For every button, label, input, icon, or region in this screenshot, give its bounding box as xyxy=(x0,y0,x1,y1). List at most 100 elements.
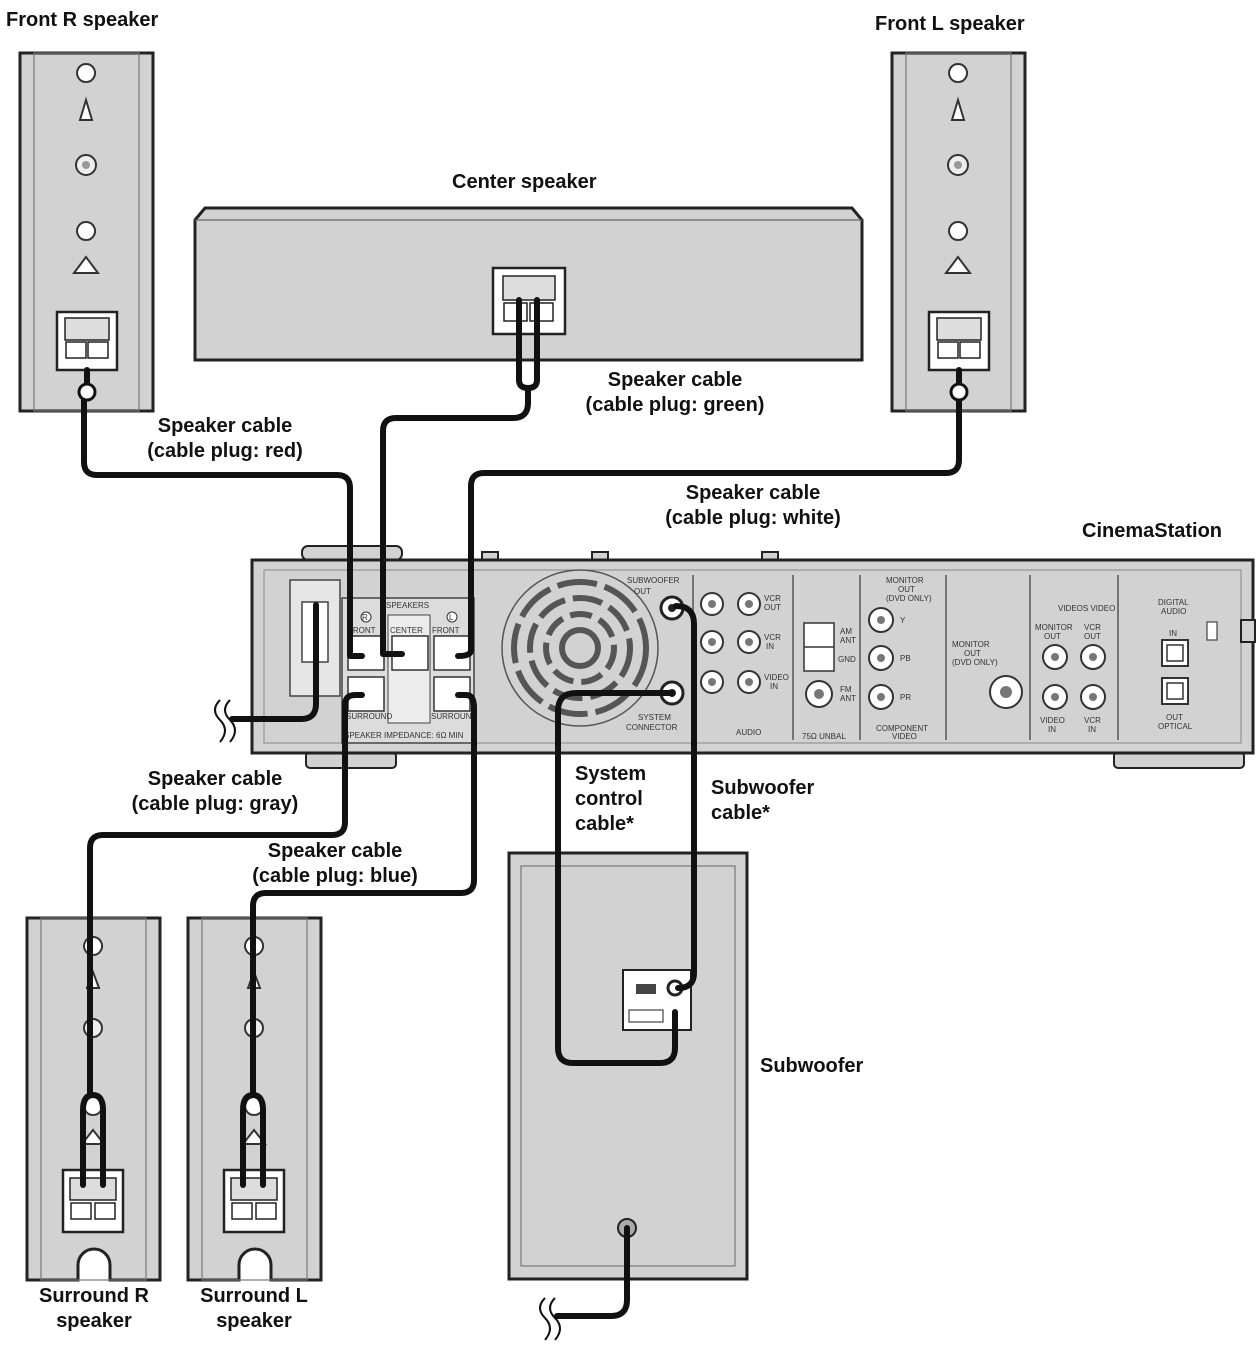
panel-fm-2: ANT xyxy=(840,694,856,703)
label-cable-white: Speaker cable (cable plug: white) xyxy=(648,481,858,531)
cinemastation-receiver: SPEAKERS FRONT CENTER FRONT R L SURROUND… xyxy=(250,545,1256,769)
panel-vcr-out2-2: OUT xyxy=(1084,632,1101,641)
panel-video-in2-1: VIDEO xyxy=(1040,716,1065,725)
label-cable-red: Speaker cable (cable plug: red) xyxy=(130,414,320,464)
panel-monitor-out-3: (DVD ONLY) xyxy=(952,658,998,667)
panel-l-label: L xyxy=(449,613,454,622)
label-front-r-speaker: Front R speaker xyxy=(6,9,159,31)
surround-r-line2: speaker xyxy=(56,1310,132,1332)
label-surround-r-speaker: Surround R speaker xyxy=(20,1284,168,1334)
label-surround-l-speaker: Surround L speaker xyxy=(180,1284,328,1334)
panel-monitor-out2-2: OUT xyxy=(1044,632,1061,641)
surround-r-speaker xyxy=(25,916,162,1282)
front-l-speaker xyxy=(890,51,1027,413)
keyhole-icon xyxy=(76,63,97,121)
panel-system-connector-2: CONNECTOR xyxy=(626,723,678,732)
panel-out-optical-1: OUT xyxy=(1166,713,1183,722)
surround-l-line1: Surround L xyxy=(200,1285,308,1307)
panel-am-1: AM xyxy=(840,627,852,636)
panel-monitor-out-dvd-3: (DVD ONLY) xyxy=(886,594,932,603)
center-speaker xyxy=(193,206,864,362)
cable-gray-line2: (cable plug: gray) xyxy=(131,793,299,815)
cable-blue-line2: (cable plug: blue) xyxy=(252,865,418,887)
surround-l-speaker xyxy=(186,916,323,1282)
system-control-line2: control xyxy=(575,788,643,810)
panel-monitor-out2-1: MONITOR xyxy=(1035,623,1073,632)
panel-pb: PB xyxy=(900,654,911,663)
panel-vcr-in2-2: IN xyxy=(1088,725,1096,734)
panel-vcr-in-2: IN xyxy=(766,642,774,651)
label-subwoofer: Subwoofer xyxy=(760,1055,864,1077)
label-cable-blue: Speaker cable (cable plug: blue) xyxy=(235,839,435,889)
panel-monitor-out-1: MONITOR xyxy=(952,640,990,649)
keyhole-icon xyxy=(72,221,100,274)
panel-video-in2-2: IN xyxy=(1048,725,1056,734)
panel-y: Y xyxy=(900,616,906,625)
keyhole-icon xyxy=(944,221,972,274)
cable-surround-l xyxy=(240,692,477,1188)
cable-blue-line1: Speaker cable xyxy=(267,840,403,862)
receiver-power-cord xyxy=(229,602,319,722)
panel-fm-1: FM xyxy=(840,685,852,694)
cable-red-line2: (cable plug: red) xyxy=(147,440,303,462)
subwoofer-power-cord xyxy=(554,1225,630,1319)
system-control-line3: cable* xyxy=(575,813,634,835)
label-cable-gray: Speaker cable (cable plug: gray) xyxy=(115,767,315,817)
panel-r-label: R xyxy=(362,613,368,622)
cable-green-line2: (cable plug: green) xyxy=(585,394,765,416)
label-front-l-speaker: Front L speaker xyxy=(875,13,1025,35)
system-control-line1: System xyxy=(575,763,647,785)
panel-unbal: 75Ω UNBAL xyxy=(802,732,846,741)
surround-r-line1: Surround R xyxy=(39,1285,149,1307)
panel-vcr-out-2: OUT xyxy=(764,603,781,612)
panel-vcr-out-1: VCR xyxy=(764,594,781,603)
label-cinemastation: CinemaStation xyxy=(1082,520,1223,542)
cable-gray-line1: Speaker cable xyxy=(147,768,283,790)
panel-impedance-label: SPEAKER IMPEDANCE: 6Ω MIN xyxy=(344,731,464,740)
break-mark-icon xyxy=(214,699,236,743)
panel-monitor-out-2: OUT xyxy=(964,649,981,658)
panel-monitor-out-dvd-1: MONITOR xyxy=(886,576,924,585)
panel-vcr-in2-1: VCR xyxy=(1084,716,1101,725)
cable-green-line1: Speaker cable xyxy=(607,369,743,391)
cable-white-line2: (cable plug: white) xyxy=(665,507,841,529)
panel-out-optical-2: OPTICAL xyxy=(1158,722,1193,731)
surround-l-line2: speaker xyxy=(216,1310,292,1332)
panel-vcr-out2-1: VCR xyxy=(1084,623,1101,632)
panel-videos-video: VIDEOS VIDEO xyxy=(1058,604,1115,613)
panel-monitor-out-dvd-2: OUT xyxy=(898,585,915,594)
cable-white-line1: Speaker cable xyxy=(685,482,821,504)
panel-surround-r-label: SURROUND xyxy=(346,712,392,721)
panel-video-in-1: VIDEO xyxy=(764,673,789,682)
panel-component-1: COMPONENT xyxy=(876,724,928,733)
panel-gnd: GND xyxy=(838,655,856,664)
panel-subwoofer-out-1: SUBWOOFER xyxy=(627,576,680,585)
panel-digital-audio-2: AUDIO xyxy=(1161,607,1186,616)
panel-component-2: VIDEO xyxy=(892,732,917,741)
panel-front-l-label: FRONT xyxy=(432,626,460,635)
panel-subwoofer-out-2: OUT xyxy=(634,587,651,596)
keyhole-icon xyxy=(948,63,969,121)
panel-speakers-label: SPEAKERS xyxy=(386,601,429,610)
label-system-control-cable: System control cable* xyxy=(575,762,646,837)
cable-red-line1: Speaker cable xyxy=(157,415,293,437)
panel-vcr-in-1: VCR xyxy=(764,633,781,642)
fan-icon xyxy=(501,569,659,727)
label-center-speaker: Center speaker xyxy=(452,171,597,193)
panel-in: IN xyxy=(1169,629,1177,638)
front-r-speaker xyxy=(18,51,155,413)
subwoofer-cable-line1: Subwoofer xyxy=(711,777,815,799)
panel-audio-label: AUDIO xyxy=(736,728,761,737)
break-mark-icon xyxy=(539,1297,561,1341)
cable-center xyxy=(380,297,540,657)
subwoofer-cable-line2: cable* xyxy=(711,802,770,824)
panel-digital-audio-1: DIGITAL xyxy=(1158,598,1189,607)
label-cable-green: Speaker cable (cable plug: green) xyxy=(570,368,780,418)
panel-center-label: CENTER xyxy=(390,626,423,635)
label-subwoofer-cable: Subwoofer cable* xyxy=(711,776,814,826)
panel-front-r-label: FRONT xyxy=(348,626,376,635)
panel-surround-l-label: SURROUND xyxy=(431,712,477,721)
cable-surround-r xyxy=(80,692,365,1188)
